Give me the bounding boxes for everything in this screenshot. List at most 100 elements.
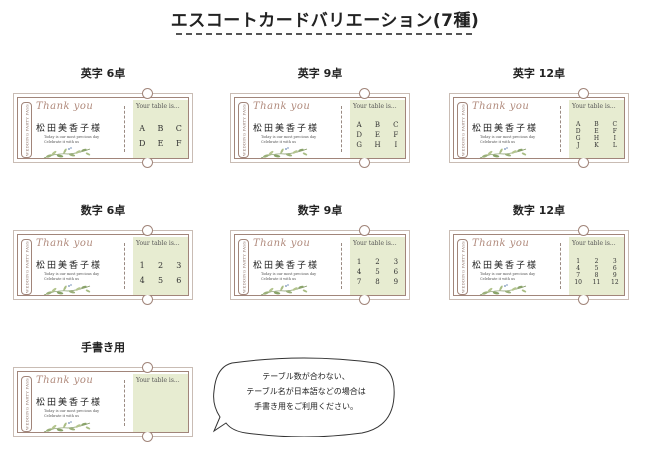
side-pass-text: WEDDING PARTY PASS xyxy=(460,104,465,156)
escort-card: WEDDING PARTY PASS Thank you 松田美香子様 Toda… xyxy=(230,225,410,305)
table-label: B xyxy=(594,120,599,128)
variant-label: 手書き用 xyxy=(81,341,125,354)
guest-name: 松田美香子様 xyxy=(36,124,103,134)
ticket-notch xyxy=(578,294,589,305)
table-header: Your table is... xyxy=(136,377,180,384)
side-pass-label: WEDDING PARTY PASS xyxy=(21,239,32,295)
table-label: 1 xyxy=(356,257,362,266)
ticket-notch xyxy=(142,362,153,373)
table-label: 4 xyxy=(576,264,581,272)
side-pass-text: WEDDING PARTY PASS xyxy=(460,241,465,293)
table-label: 7 xyxy=(356,277,362,286)
variant-label: 英字 9卓 xyxy=(297,67,343,80)
message-line: Today is our most precious day xyxy=(44,409,100,413)
side-pass-label: WEDDING PARTY PASS xyxy=(457,102,468,158)
table-label: I xyxy=(394,140,398,149)
side-pass-label: WEDDING PARTY PASS xyxy=(21,102,32,158)
card-message: Today is our most precious day Celebrate… xyxy=(261,272,316,281)
table-label: 6 xyxy=(612,264,617,272)
ticket-notch xyxy=(142,88,153,99)
ticket-notch xyxy=(578,225,589,236)
bubble-text: テーブル数が合わない、 テーブル名が日本語などの場合は 手書き用をご利用ください… xyxy=(224,369,388,414)
card-message: Today is our most precious day Celebrate… xyxy=(261,135,316,144)
table-label: 9 xyxy=(393,277,399,286)
table-label: 2 xyxy=(375,257,380,266)
message-line: Celebrate it with us xyxy=(480,139,516,144)
ticket-notch xyxy=(142,431,153,442)
table-label: 6 xyxy=(176,275,182,285)
escort-card: WEDDING PARTY PASS Thank you 松田美香子様 Toda… xyxy=(449,88,629,168)
table-label: 2 xyxy=(157,260,164,270)
side-pass-text: WEDDING PARTY PASS xyxy=(241,104,246,156)
table-label: F xyxy=(393,130,399,139)
ticket-notch xyxy=(359,157,370,168)
card-message: Today is our most precious day Celebrate… xyxy=(480,272,535,281)
side-pass-text: WEDDING PARTY PASS xyxy=(24,104,29,156)
leaf-decoration-icon xyxy=(479,147,527,159)
table-label: 3 xyxy=(176,260,182,270)
variant-label: 英字 6卓 xyxy=(80,67,126,80)
thank-you-script: Thank you xyxy=(253,101,311,112)
message-line: Today is our most precious day xyxy=(44,272,100,276)
card-frame xyxy=(234,234,406,296)
message-line: Celebrate it with us xyxy=(44,413,80,418)
table-label: E xyxy=(374,130,381,139)
table-label: A xyxy=(575,120,581,128)
table-header: Your table is... xyxy=(572,240,616,247)
table-label: 5 xyxy=(594,264,599,272)
variant-label: 数字 12卓 xyxy=(512,204,566,217)
card-variant: 英字 9卓 WEDDING PARTY PASS Thank you 松田美香子… xyxy=(230,66,410,168)
thank-you-script: Thank you xyxy=(36,238,94,249)
side-pass-label: WEDDING PARTY PASS xyxy=(457,239,468,295)
table-label: 5 xyxy=(157,275,164,285)
guest-name: 松田美香子様 xyxy=(253,261,320,271)
ticket-notch xyxy=(359,225,370,236)
message-line: Celebrate it with us xyxy=(480,276,516,281)
leaf-decoration-icon xyxy=(260,147,308,159)
table-label: 2 xyxy=(594,257,599,265)
side-pass-text: WEDDING PARTY PASS xyxy=(24,241,29,293)
message-line: Today is our most precious day xyxy=(44,135,100,139)
leaf-decoration-icon xyxy=(479,284,527,296)
table-label: D xyxy=(138,138,146,148)
card-frame xyxy=(17,371,189,433)
table-label: F xyxy=(176,138,182,148)
card-variant: 数字 9卓 WEDDING PARTY PASS Thank you 松田美香子… xyxy=(230,203,410,305)
table-label: 8 xyxy=(375,277,380,286)
table-header: Your table is... xyxy=(353,103,397,110)
escort-card: WEDDING PARTY PASS Thank you 松田美香子様 Toda… xyxy=(13,362,193,442)
card-message: Today is our most precious day Celebrate… xyxy=(44,409,99,418)
variant-label: 英字 12卓 xyxy=(512,67,566,80)
variant-label: 数字 6卓 xyxy=(80,204,126,217)
table-label: 7 xyxy=(576,271,581,279)
table-label: I xyxy=(613,134,617,142)
message-line: Today is our most precious day xyxy=(261,135,317,139)
table-label: 5 xyxy=(375,267,380,276)
leaf-decoration-icon xyxy=(260,284,308,296)
leaf-decoration-icon xyxy=(43,421,91,433)
message-line: Today is our most precious day xyxy=(261,272,317,276)
table-label: 3 xyxy=(612,257,617,265)
side-pass-label: WEDDING PARTY PASS xyxy=(21,376,32,432)
perforation-line xyxy=(341,106,342,152)
ticket-notch xyxy=(359,88,370,99)
card-variant: 数字 12卓 WEDDING PARTY PASS Thank you 松田美香… xyxy=(449,203,629,305)
side-pass-text: WEDDING PARTY PASS xyxy=(24,378,29,430)
ticket-notch xyxy=(359,294,370,305)
card-frame xyxy=(234,97,406,159)
card-frame xyxy=(17,234,189,296)
message-line: Celebrate it with us xyxy=(44,276,80,281)
table-label: L xyxy=(612,141,617,149)
table-label: 4 xyxy=(356,267,362,276)
table-label: 10 xyxy=(574,278,582,286)
title-underline xyxy=(176,33,472,35)
ticket-notch xyxy=(142,157,153,168)
table-label: C xyxy=(175,123,182,133)
table-header: Your table is... xyxy=(353,240,397,247)
thank-you-script: Thank you xyxy=(36,375,94,386)
table-label: C xyxy=(393,120,399,129)
